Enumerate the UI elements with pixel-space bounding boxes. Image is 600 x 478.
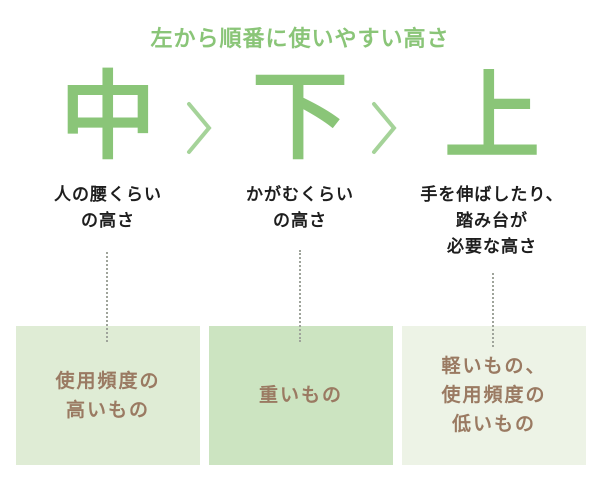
box-light-infrequent-items: 軽いもの、 使用頻度の 低いもの	[402, 326, 586, 465]
box-label-line: 重いもの	[258, 384, 343, 406]
box-label-line: 高いもの	[65, 398, 150, 421]
box-label: 軽いもの、 使用頻度の 低いもの	[441, 352, 546, 439]
box-frequently-used-items: 使用頻度の 高いもの	[16, 326, 200, 465]
column-middle-height: 中 人の腰くらい の高さ	[16, 64, 200, 234]
chevron-right-icon	[187, 102, 212, 154]
dotted-connector-lower	[299, 250, 301, 342]
rank-char-upper: 上	[444, 61, 540, 173]
description-line: の高さ	[273, 211, 327, 231]
rank-char-lower: 下	[252, 61, 348, 173]
box-heavy-items: 重いもの	[209, 326, 393, 465]
description-line: の高さ	[81, 211, 135, 231]
box-label: 使用頻度の 高いもの	[55, 367, 160, 425]
rank-char-middle: 中	[60, 61, 156, 173]
box-label-line: 使用頻度の	[441, 384, 547, 406]
box-label-line: 低いもの	[451, 413, 536, 435]
box-label-line: 軽いもの、	[441, 355, 547, 377]
box-label: 重いもの	[259, 381, 343, 410]
box-label-line: 使用頻度の	[55, 369, 161, 392]
description-line: 必要な高さ	[447, 237, 537, 257]
chevron-right-icon	[372, 102, 397, 154]
description-line: 人の腰くらい	[54, 185, 162, 205]
description-upper: 手を伸ばしたり、 踏み台が 必要な高さ	[400, 182, 584, 260]
description-line: 手を伸ばしたり、	[420, 185, 564, 205]
dotted-connector-middle	[106, 252, 108, 342]
column-upper-height: 上 手を伸ばしたり、 踏み台が 必要な高さ	[400, 64, 584, 260]
column-lower-height: 下 かがむくらい の高さ	[208, 64, 392, 234]
description-line: 踏み台が	[456, 211, 528, 231]
description-middle: 人の腰くらい の高さ	[16, 182, 200, 234]
page-title: 左から順番に使いやすい高さ	[150, 27, 450, 52]
description-line: かがむくらい	[246, 185, 354, 205]
description-lower: かがむくらい の高さ	[208, 182, 392, 234]
dotted-connector-upper	[492, 273, 494, 347]
